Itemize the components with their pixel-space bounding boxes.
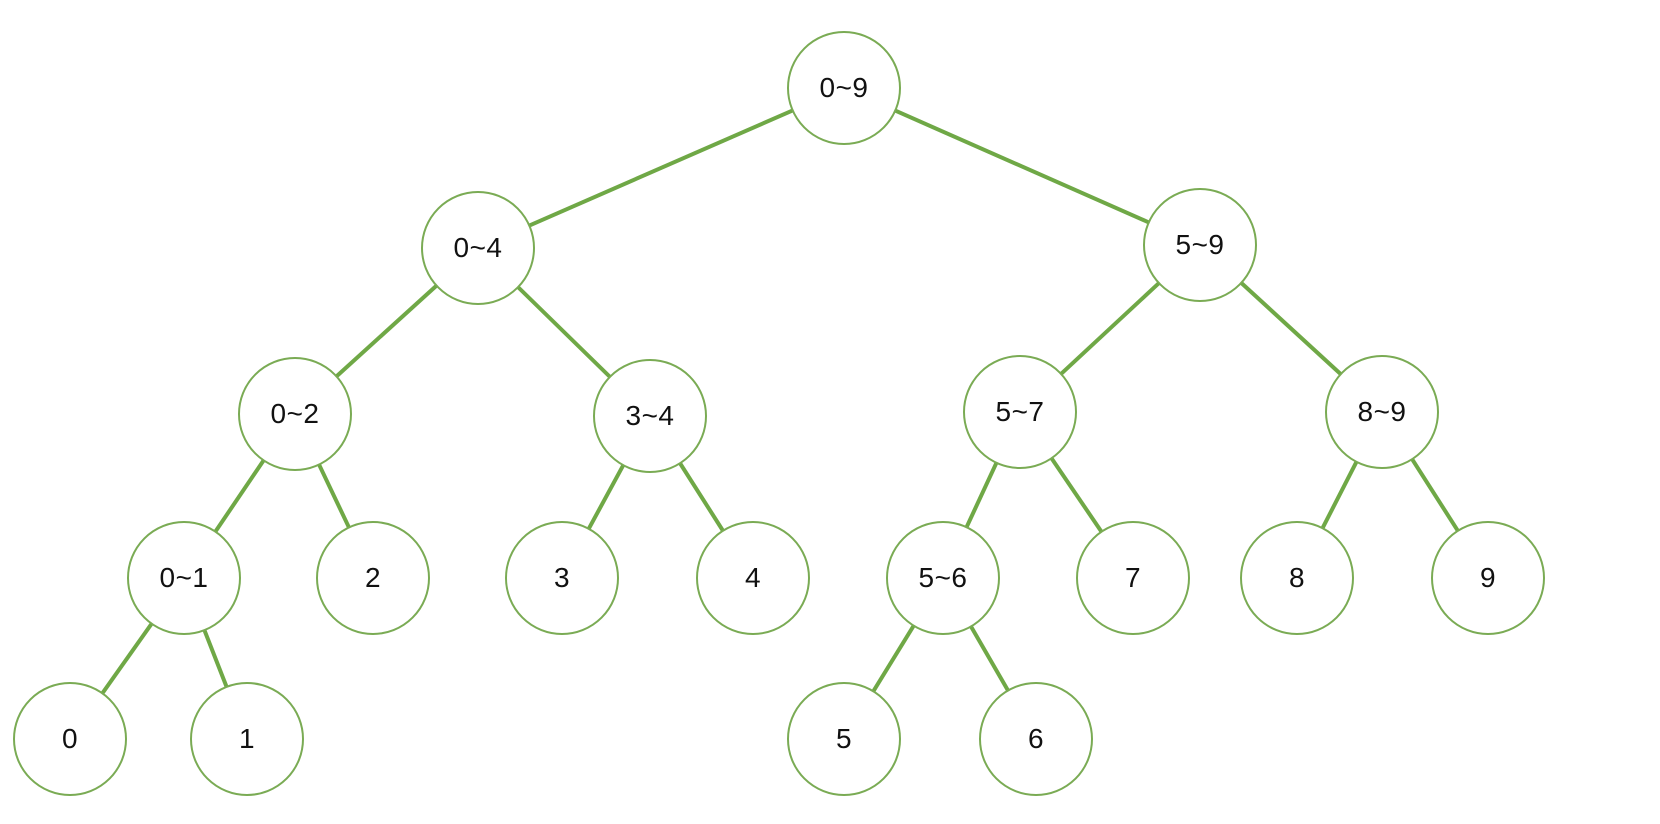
tree-node[interactable]: 5~9 xyxy=(1143,188,1257,302)
tree-node[interactable]: 3 xyxy=(505,521,619,635)
tree-node[interactable]: 7 xyxy=(1076,521,1190,635)
tree-node-label: 3 xyxy=(553,562,571,593)
tree-node-label: 0~2 xyxy=(270,398,320,429)
tree-node-label: 5~6 xyxy=(918,562,968,593)
tree-node[interactable]: 0~4 xyxy=(421,191,535,305)
tree-edge xyxy=(894,108,1150,225)
tree-node[interactable]: 8~9 xyxy=(1325,355,1439,469)
tree-node-label: 0~4 xyxy=(453,232,503,263)
tree-node-label: 9 xyxy=(1479,562,1497,593)
tree-node-label: 5~9 xyxy=(1175,229,1225,260)
tree-node-label: 1 xyxy=(238,723,256,754)
tree-node-label: 4 xyxy=(744,562,762,593)
tree-node-label: 0~1 xyxy=(159,562,209,593)
tree-node[interactable]: 0~1 xyxy=(127,521,241,635)
tree-node[interactable]: 0 xyxy=(13,682,127,796)
tree-node-label: 5~7 xyxy=(995,396,1045,427)
tree-edge xyxy=(969,625,1010,692)
tree-node-label: 0~9 xyxy=(819,72,869,103)
tree-edge xyxy=(1239,281,1343,376)
tree-edge xyxy=(678,462,725,532)
tree-edge xyxy=(528,108,794,228)
tree-edge xyxy=(586,464,626,530)
tree-node-label: 2 xyxy=(364,562,382,593)
tree-node[interactable]: 2 xyxy=(316,521,430,635)
tree-edge xyxy=(202,629,229,688)
tree-node-label: 8~9 xyxy=(1357,396,1407,427)
tree-node[interactable]: 0~2 xyxy=(238,357,352,471)
tree-node[interactable]: 8 xyxy=(1240,521,1354,635)
tree-node[interactable]: 0~9 xyxy=(787,31,901,145)
tree-node[interactable]: 6 xyxy=(979,682,1093,796)
tree-edge xyxy=(335,284,438,378)
tree-node[interactable]: 9 xyxy=(1431,521,1545,635)
tree-node[interactable]: 3~4 xyxy=(593,359,707,473)
tree-node[interactable]: 5~6 xyxy=(886,521,1000,635)
tree-edge xyxy=(213,459,266,533)
tree-edge xyxy=(1410,458,1460,532)
tree-node[interactable]: 1 xyxy=(190,682,304,796)
tree-edge xyxy=(964,461,999,529)
tree-edge xyxy=(1049,457,1104,533)
tree-node-label: 6 xyxy=(1027,723,1045,754)
tree-edge xyxy=(1059,281,1161,376)
tree-node-label: 5 xyxy=(835,723,853,754)
tree-edge xyxy=(871,624,916,693)
tree-edge xyxy=(1320,460,1359,530)
tree-node-label: 3~4 xyxy=(625,400,675,431)
tree-node[interactable]: 4 xyxy=(696,521,810,635)
tree-edge xyxy=(317,463,351,529)
tree-edge xyxy=(516,285,612,379)
tree-node[interactable]: 5~7 xyxy=(963,355,1077,469)
tree-node-label: 7 xyxy=(1124,562,1142,593)
tree-node-label: 0 xyxy=(61,723,79,754)
tree-node[interactable]: 5 xyxy=(787,682,901,796)
tree-node-label: 8 xyxy=(1288,562,1306,593)
tree-edge xyxy=(100,622,154,695)
